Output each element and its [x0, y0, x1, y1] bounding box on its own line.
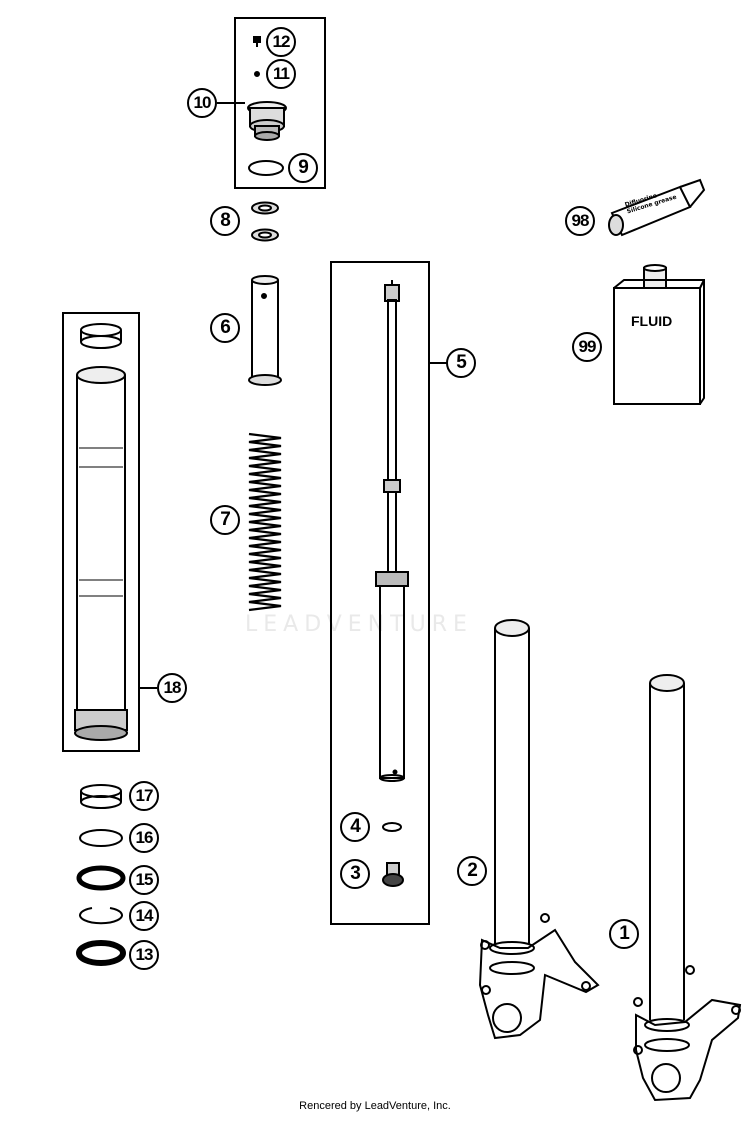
fluid-label: FLUID [631, 313, 673, 329]
callout-3: 3 [340, 859, 370, 889]
circlip-part-14 [79, 907, 123, 925]
callout-15: 15 [129, 865, 159, 895]
callout-17: 17 [129, 781, 159, 811]
callout-14: 14 [129, 901, 159, 931]
callout-10: 10 [187, 88, 217, 118]
cartridge-box [330, 261, 447, 925]
ball-part-11 [254, 71, 260, 77]
washer-part-8 [251, 201, 279, 242]
preload-tube-part-6 [248, 275, 282, 386]
callout-12: 12 [266, 27, 296, 57]
bushing-part-17 [80, 784, 122, 809]
callout-98: 98 [565, 206, 595, 236]
render-credit: Rencered by LeadVenture, Inc. [299, 1100, 451, 1112]
callout-9: 9 [288, 153, 318, 183]
grease-tube-part-98 [608, 178, 706, 237]
washer-part-16 [79, 829, 123, 847]
callout-18: 18 [157, 673, 187, 703]
o-ring-part-9 [248, 160, 284, 176]
outer-tube-box [62, 312, 157, 752]
oil-seal-part-15 [76, 865, 126, 891]
fork-oil-bottle-part-99 [613, 264, 705, 405]
screw-cap-part-10 [247, 101, 287, 141]
callout-13: 13 [129, 940, 159, 970]
callout-2: 2 [457, 856, 487, 886]
damping-cartridge-part-5 [375, 280, 409, 782]
callout-11: 11 [266, 59, 296, 89]
dust-seal-part-13 [76, 940, 126, 966]
cap-assembly-box [217, 17, 326, 189]
callout-4: 4 [340, 812, 370, 842]
callout-7: 7 [210, 505, 240, 535]
callout-99: 99 [572, 332, 602, 362]
callout-1: 1 [609, 919, 639, 949]
fork-leg-part-2 [478, 619, 600, 1040]
fork-leg-part-1 [633, 674, 742, 1102]
bolt-part-3 [382, 862, 404, 887]
fork-spring-part-7 [248, 432, 282, 612]
callout-5: 5 [446, 348, 476, 378]
washer-part-4 [382, 822, 402, 832]
callout-8: 8 [210, 206, 240, 236]
callout-16: 16 [129, 823, 159, 853]
screw-part-12 [253, 36, 261, 47]
outer-tube-part-18 [74, 323, 128, 741]
callout-6: 6 [210, 313, 240, 343]
